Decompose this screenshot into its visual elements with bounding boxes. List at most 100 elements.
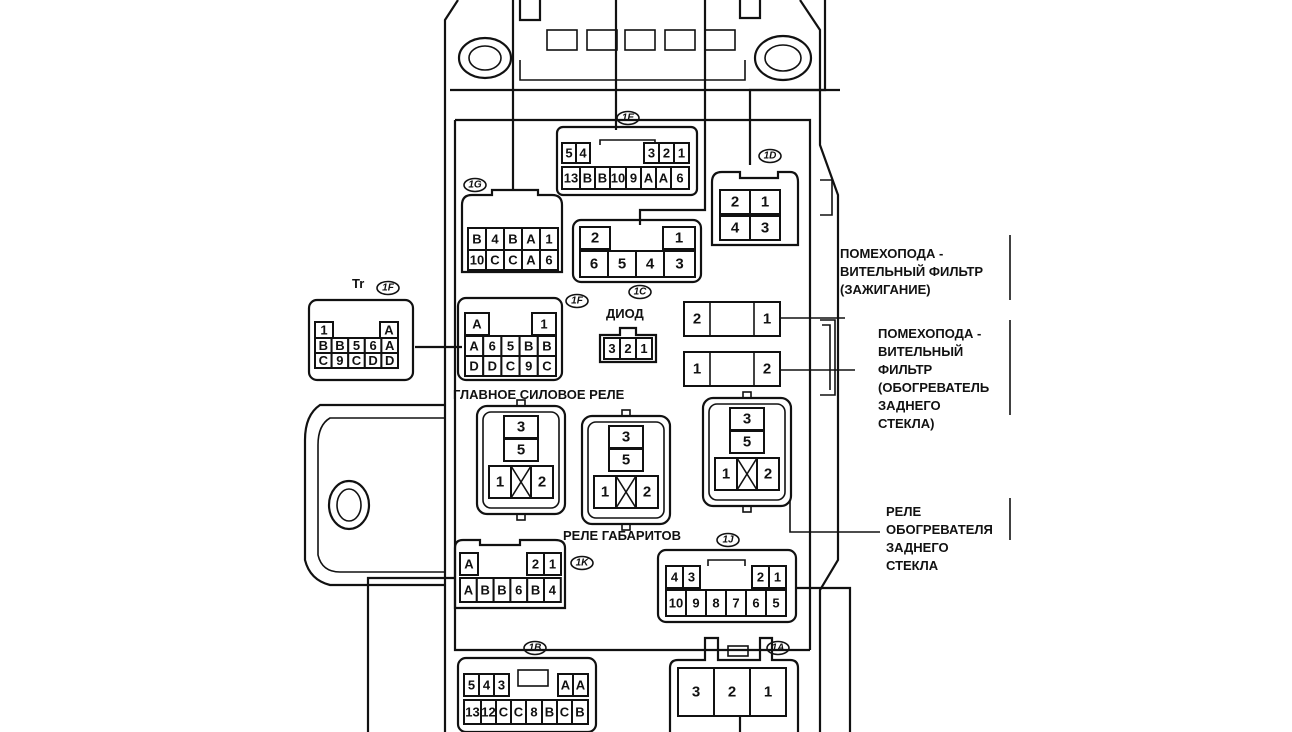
- pin-label: 10: [470, 253, 484, 268]
- pin-label: 2: [591, 230, 599, 247]
- pin-label: 4: [549, 583, 557, 598]
- pin-label: 2: [538, 474, 546, 491]
- connector-tag: 1B: [529, 643, 542, 654]
- latch: [727, 645, 749, 657]
- connector-tag: 1A: [772, 643, 785, 654]
- pin-cell: [719, 215, 751, 241]
- pin-label: 3: [743, 411, 751, 428]
- pin-label: C: [542, 359, 552, 374]
- relay-tab: [742, 505, 752, 513]
- connector-body: [571, 218, 703, 284]
- pin-label: 4: [646, 256, 655, 273]
- connector-tag: 1F: [382, 283, 395, 294]
- pin-cell: [536, 355, 557, 377]
- dimmer-relay-label: РЕЛЕ ГАБАРИТОВ: [563, 528, 681, 543]
- pin-cell: [543, 577, 562, 603]
- pin-label: 1: [763, 311, 771, 328]
- pin-label: B: [545, 705, 554, 720]
- pin-label: 9: [525, 359, 532, 374]
- pin-label: 3: [608, 341, 615, 356]
- label-rear-filter-line: ФИЛЬТР: [878, 362, 933, 377]
- coil-cross-lines: [736, 457, 758, 491]
- pin-label: 3: [761, 220, 769, 237]
- pin-cell: [571, 699, 589, 725]
- connector-body: [668, 636, 800, 732]
- pin-label: A: [526, 232, 536, 247]
- pin-cell: [749, 189, 781, 215]
- relay-tab: [516, 513, 526, 521]
- connector-tag: 1J: [722, 535, 734, 546]
- label-rear-relay-line: ОБОГРЕВАТЕЛЯ: [886, 522, 993, 537]
- pin-label: 6: [545, 253, 552, 268]
- pin-label: 5: [353, 338, 360, 353]
- pin-label: 1: [601, 484, 609, 501]
- pin-cell: [682, 565, 701, 589]
- pin-label: 5: [622, 452, 630, 469]
- pin-label: A: [384, 323, 394, 338]
- pin-label: 1: [545, 232, 552, 247]
- pin-label: 5: [565, 146, 572, 161]
- connector-tag-oval: [523, 640, 547, 656]
- label-ignition-filter-line: ВИТЕЛЬНЫЙ ФИЛЬТР: [840, 264, 983, 279]
- pin-cell: [503, 438, 539, 462]
- pin-label: 3: [688, 570, 695, 585]
- connector-body: [710, 170, 800, 247]
- pin-cell: [765, 589, 787, 617]
- diode-label: ДИОД: [606, 306, 645, 321]
- pin-cell: [572, 673, 589, 697]
- pin-label: C: [319, 353, 329, 368]
- connector-tag: 1F: [571, 296, 584, 307]
- pin-label: 12: [481, 705, 495, 720]
- pin-label: 10: [669, 596, 683, 611]
- pin-label: 1: [764, 684, 772, 701]
- pin-label: 6: [515, 583, 522, 598]
- pin-label: B: [472, 232, 481, 247]
- pin-label: 3: [498, 678, 505, 693]
- pin-cell: [635, 250, 665, 278]
- pin-label: B: [319, 338, 328, 353]
- pin-cell: [635, 475, 659, 509]
- pin-label: 2: [763, 361, 771, 378]
- pin-label: 6: [369, 338, 376, 353]
- label-rear-filter-line: ВИТЕЛЬНЫЙ: [878, 344, 963, 359]
- main-relay-label: ГЛАВНОЕ СИЛОВОЕ РЕЛЕ: [453, 387, 625, 402]
- pin-label: 1: [678, 146, 685, 161]
- relay-tab: [516, 399, 526, 407]
- pin-label: D: [385, 353, 394, 368]
- pin-label: 5: [618, 256, 626, 273]
- pin-label: 3: [517, 419, 525, 436]
- pin-cell: [530, 465, 554, 499]
- connector-body: [453, 538, 567, 610]
- pin-label: B: [583, 171, 592, 186]
- connector-tag-oval: [616, 110, 640, 126]
- pin-cell: [539, 249, 559, 271]
- pin-label: A: [659, 171, 669, 186]
- pin-label: B: [598, 171, 607, 186]
- connector-body: [656, 548, 798, 624]
- pin-label: 8: [712, 596, 719, 611]
- pin-label: 4: [731, 220, 740, 237]
- connector-tag-oval: [565, 293, 589, 309]
- connector-tag: 1D: [764, 151, 777, 162]
- pin-label: B: [497, 583, 506, 598]
- pin-cell: [749, 215, 781, 241]
- pin-label: C: [352, 353, 362, 368]
- pin-label: 4: [579, 146, 587, 161]
- pin-label: 1: [761, 194, 769, 211]
- pin-cell: [768, 565, 787, 589]
- label-dimmer-relay: РЕЛЕ ГАБАРИТОВ: [563, 528, 681, 543]
- relay-tab: [621, 523, 631, 531]
- pin-label: 3: [675, 256, 683, 273]
- connector-tag: 1E: [622, 113, 635, 124]
- label-rear-filter-line: СТЕКЛА): [878, 416, 934, 431]
- pin-label: B: [481, 583, 490, 598]
- pin-label: 13: [465, 705, 479, 720]
